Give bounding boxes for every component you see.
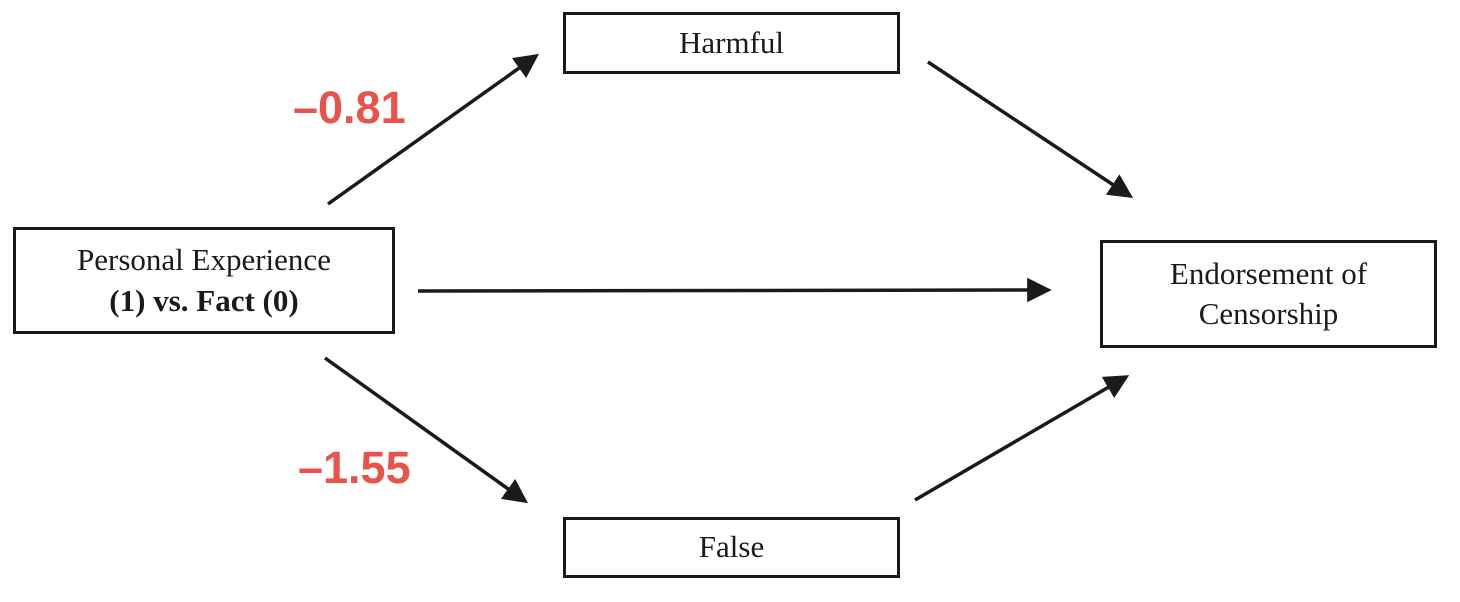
- coefficient-predictor-to-harmful: –0.81: [293, 82, 406, 133]
- node-endorsement-line1: Endorsement of: [1169, 255, 1368, 291]
- node-harmful: Harmful: [563, 12, 900, 74]
- node-personal-experience-line1: Personal Experience: [77, 242, 331, 278]
- node-false-label: False: [698, 529, 765, 565]
- node-false: False: [563, 517, 900, 578]
- coefficient-predictor-to-false: –1.55: [298, 442, 411, 493]
- arrow-false-to-outcome: [914, 375, 1130, 502]
- node-harmful-label: Harmful: [678, 24, 785, 60]
- arrow-harmful-to-outcome: [927, 60, 1134, 199]
- node-endorsement-of-censorship: Endorsement of Censorship: [1100, 240, 1437, 348]
- arrow-predictor-to-harmful: [326, 53, 539, 206]
- arrow-predictor-to-outcome: [417, 277, 1052, 303]
- node-personal-experience: Personal Experience (1) vs. Fact (0): [13, 227, 395, 334]
- arrow-predictor-to-false: [323, 356, 528, 504]
- node-endorsement-line2: Censorship: [1198, 296, 1339, 331]
- node-personal-experience-line2: (1) vs. Fact (0): [109, 282, 299, 318]
